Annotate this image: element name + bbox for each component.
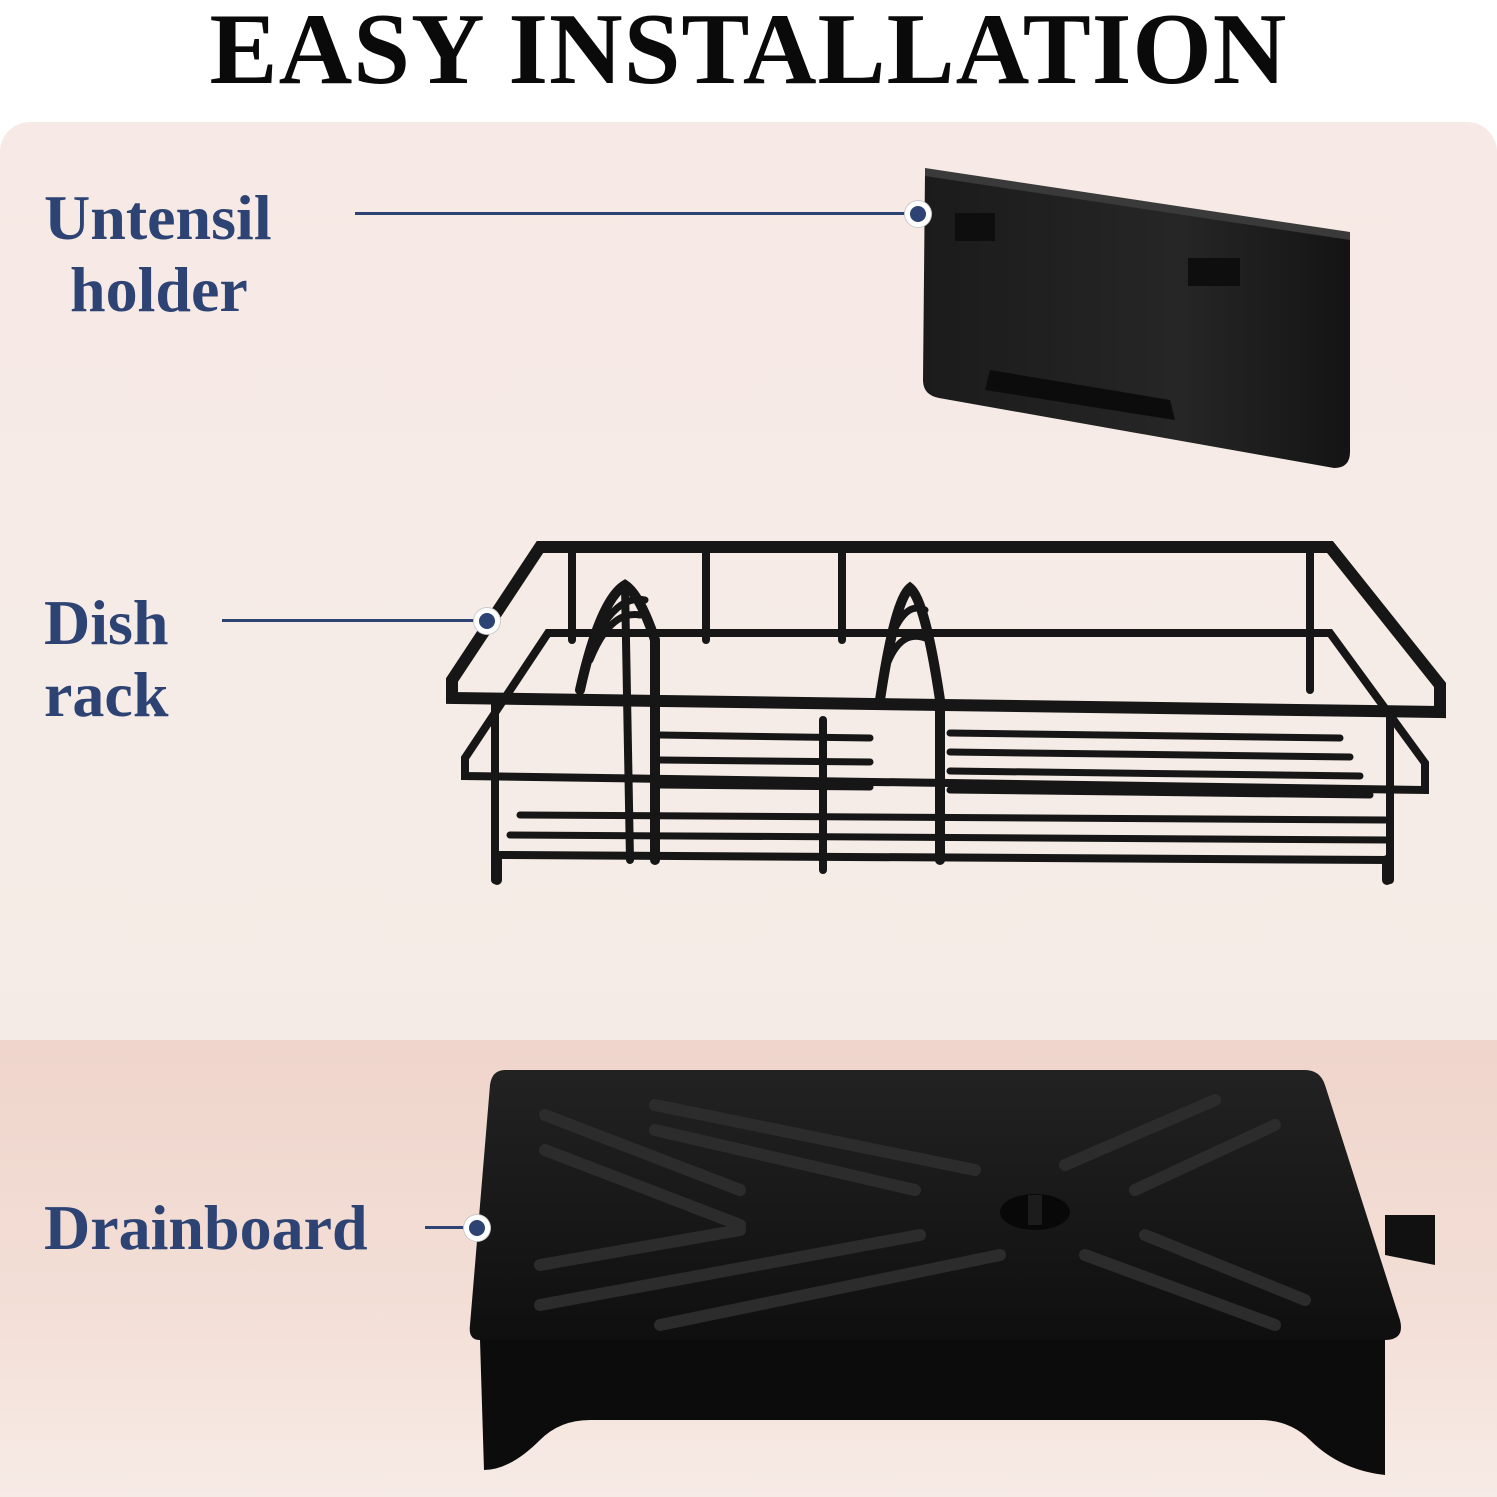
- drainboard-label: Drainboard: [44, 1192, 368, 1263]
- page-title: EASY INSTALLATION: [209, 0, 1288, 106]
- dish-rack-leader-line: [222, 619, 480, 622]
- utensil-holder-marker-dot: [905, 201, 931, 227]
- dish-rack-label: Dish rack: [44, 587, 169, 731]
- utensil-holder-image: [923, 168, 1350, 468]
- utensil-holder-label: Untensil holder: [44, 182, 272, 326]
- dish-rack-image: [446, 541, 1446, 885]
- dish-rack-marker-dot: [474, 608, 500, 634]
- utensil-holder-leader-line: [355, 212, 913, 215]
- dish-rack-label-line2: rack: [44, 659, 169, 730]
- utensil-holder-label-line2: holder: [70, 254, 248, 325]
- drainboard-marker-dot: [464, 1215, 490, 1241]
- utensil-holder-label-line1: Untensil: [44, 182, 272, 253]
- drainboard-leader-line: [425, 1226, 467, 1229]
- drainboard-image: [469, 1070, 1435, 1475]
- dish-rack-label-line1: Dish: [44, 587, 169, 658]
